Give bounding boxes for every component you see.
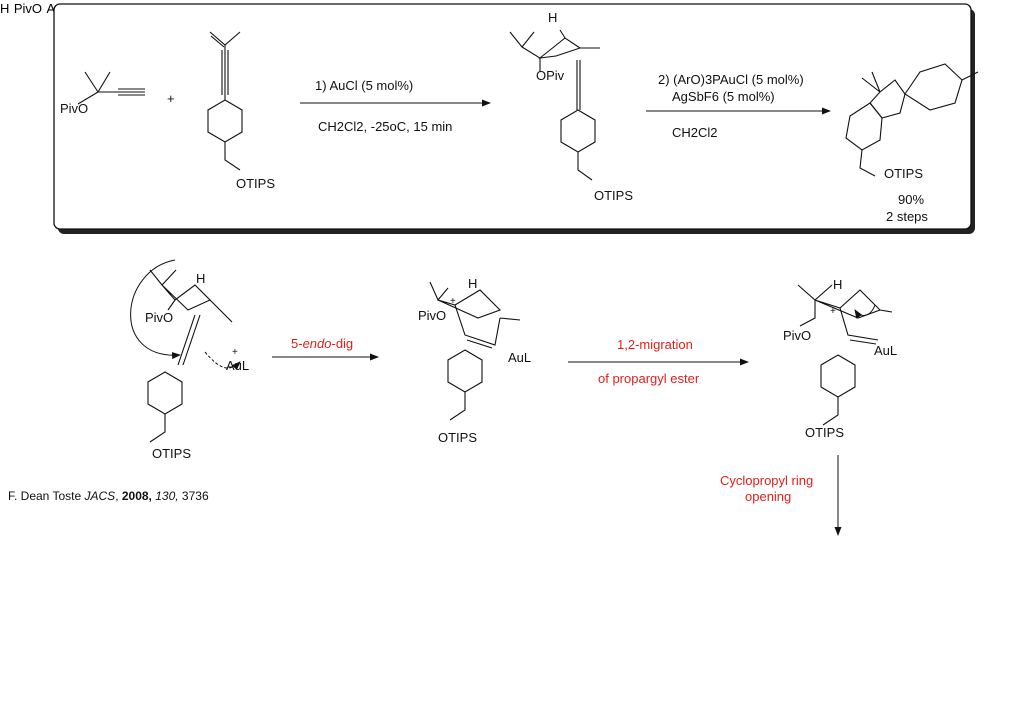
- s4-pivo-label: PivO: [13, 1, 43, 16]
- s2-otips-label: OTIPS: [438, 430, 477, 445]
- s3-charge: +: [830, 306, 836, 317]
- yield-value: 90%: [898, 192, 924, 207]
- step1-conditions: CH2Cl2, -25oC, 15 min: [318, 119, 452, 134]
- s2-h-label: H: [468, 276, 477, 291]
- step2-solvent: CH2Cl2: [672, 125, 718, 140]
- citation-volume: 130,: [155, 489, 179, 503]
- s2-pivo-label: PivO: [418, 308, 446, 323]
- intermediate-h-label: H: [548, 10, 557, 25]
- intermediate-cyclopropane: H OPiv OTIPS: [509, 10, 633, 203]
- overall-reaction-box: [53, 3, 975, 234]
- step2-reagent-a: 2) (ArO)3PAuCl (5 mol%): [658, 72, 804, 87]
- s2-charge: +: [450, 296, 456, 307]
- s1-otips-label: OTIPS: [152, 446, 191, 461]
- citation-author: F. Dean Toste: [8, 489, 85, 503]
- arrow-1-2-migration: 1,2-migration of propargyl ester: [568, 337, 749, 386]
- plus-sign: +: [167, 91, 175, 106]
- arrow-5-endo-dig: 5-endo-dig: [272, 336, 379, 361]
- reactant-enyne-arene: OTIPS: [207, 31, 275, 191]
- step-migration-line1: 1,2-migration: [617, 337, 693, 352]
- step-opening-line2: opening: [745, 489, 791, 504]
- step1-reagent: 1) AuCl (5 mol%): [315, 78, 413, 93]
- step-migration-line2: of propargyl ester: [598, 371, 700, 386]
- reactant2-label: OTIPS: [236, 176, 275, 191]
- step-opening-line1: Cyclopropyl ring: [720, 473, 813, 488]
- step1-arrow: 1) AuCl (5 mol%) CH2Cl2, -25oC, 15 min: [300, 78, 491, 134]
- citation-page: 3736: [178, 489, 209, 503]
- s1-pivo-label: PivO: [145, 310, 173, 325]
- step2-arrow: 2) (ArO)3PAuCl (5 mol%) AgSbF6 (5 mol%) …: [646, 72, 831, 140]
- intermediate-otips-label: OTIPS: [594, 188, 633, 203]
- s1-aul-label: AuL: [226, 358, 249, 373]
- citation: F. Dean Toste JACS, 2008, 130, 3736: [8, 489, 209, 503]
- yield-note: 2 steps: [886, 209, 928, 224]
- step-5-endo-dig-label: 5-endo-dig: [291, 336, 353, 351]
- s3-otips-label: OTIPS: [805, 425, 844, 440]
- s4-h-label: H: [0, 1, 10, 16]
- reactant-propargyl-pivalate: PivO: [60, 71, 145, 116]
- product-otips-label: OTIPS: [884, 166, 923, 181]
- s2-aul-label: AuL: [508, 350, 531, 365]
- s1-charge: +: [232, 347, 238, 358]
- s1-h-label: H: [196, 271, 205, 286]
- citation-year: 2008,: [121, 489, 152, 503]
- citation-journal: JACS: [84, 489, 116, 503]
- product-fluorene: OTIPS 90% 2 steps: [845, 63, 979, 224]
- step2-reagent-b: AgSbF6 (5 mol%): [672, 89, 775, 104]
- reactant1-label: PivO: [60, 101, 88, 116]
- mechanism-species-3: H PivO AuL + OTIPS: [783, 277, 897, 440]
- s3-pivo-label: PivO: [783, 328, 811, 343]
- arrow-cyclopropyl-opening: Cyclopropyl ring opening: [720, 455, 842, 536]
- mechanism-species-2: H PivO AuL + OTIPS: [418, 276, 531, 445]
- intermediate-opiv-label: OPiv: [536, 68, 565, 83]
- s3-h-label: H: [833, 277, 842, 292]
- s3-aul-label: AuL: [874, 343, 897, 358]
- mechanism-species-1: H PivO AuL + OTIPS: [130, 259, 249, 461]
